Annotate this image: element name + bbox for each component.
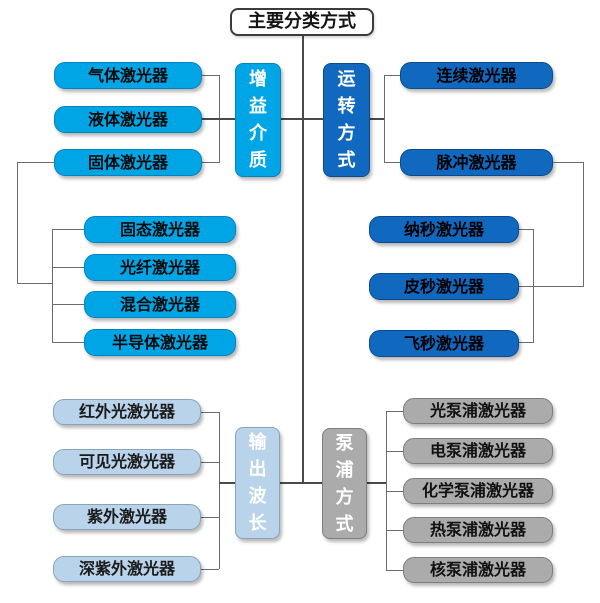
connector-gain-stub-gas bbox=[201, 75, 219, 76]
root-node: 主要分类方式 bbox=[230, 8, 374, 36]
node-solid-laser: 固体激光器 bbox=[54, 149, 202, 176]
output-wavelength-category: 输出波长 bbox=[235, 427, 280, 539]
node-semiconductor-laser: 半导体激光器 bbox=[84, 329, 236, 356]
node-picosecond-laser: 皮秒激光器 bbox=[369, 273, 519, 300]
connector-stub-thermal-pump bbox=[386, 530, 403, 531]
connector-stub-chemical-pump bbox=[386, 491, 403, 492]
operation-mode-label: 运转方式 bbox=[337, 69, 356, 171]
connector-stub-visible bbox=[201, 462, 219, 463]
connector-wave-main bbox=[219, 482, 235, 484]
connector-wave-spine bbox=[219, 412, 220, 569]
connector-bottom-cross bbox=[280, 482, 323, 484]
node-hybrid-laser: 混合激光器 bbox=[84, 291, 236, 318]
node-visible-laser: 可见光激光器 bbox=[53, 449, 201, 475]
node-cw-laser: 连续激光器 bbox=[400, 62, 553, 89]
pump-method-label: 泵浦方式 bbox=[335, 432, 354, 535]
connector-stub-semiconductor bbox=[52, 342, 84, 343]
connector-stub-femtosecond bbox=[519, 342, 533, 343]
node-infrared-laser: 红外光激光器 bbox=[53, 399, 201, 425]
connector-stub-ultraviolet bbox=[201, 517, 219, 518]
node-ultraviolet-laser: 紫外激光器 bbox=[53, 504, 201, 530]
connector-pump-main bbox=[367, 482, 387, 484]
gain-medium-label: 增益介质 bbox=[249, 69, 267, 171]
node-solid-state-laser: 固态激光器 bbox=[84, 216, 236, 243]
node-deep-uv-laser: 深紫外激光器 bbox=[53, 556, 201, 582]
node-electrically-pumped-laser: 电泵浦激光器 bbox=[403, 438, 553, 464]
connector-stub-deep-uv bbox=[201, 569, 219, 570]
connector-pulsed-down bbox=[583, 162, 584, 287]
connector-gain-stub-solid bbox=[201, 162, 219, 163]
connector-stub-optical-pump bbox=[386, 411, 403, 412]
connector-oper-main bbox=[370, 118, 385, 120]
connector-pulsed-in bbox=[519, 286, 584, 287]
node-liquid-laser: 液体激光器 bbox=[54, 106, 202, 133]
node-chemical-pumped-laser: 化学泵浦激光器 bbox=[403, 478, 553, 504]
connector-stub-infrared bbox=[201, 412, 219, 413]
node-optically-pumped-laser: 光泵浦激光器 bbox=[403, 398, 553, 424]
node-thermal-pumped-laser: 热泵浦激光器 bbox=[403, 517, 553, 543]
node-pulsed-laser: 脉冲激光器 bbox=[400, 149, 553, 176]
node-nanosecond-laser: 纳秒激光器 bbox=[369, 216, 519, 243]
connector-solid-out bbox=[17, 162, 54, 163]
connector-solid-sub-spine bbox=[52, 229, 53, 343]
node-fiber-laser: 光纤激光器 bbox=[84, 254, 236, 281]
connector-stub-solid-state bbox=[52, 229, 84, 230]
output-wavelength-label: 输出波长 bbox=[248, 432, 267, 534]
gain-medium-category: 增益介质 bbox=[235, 63, 281, 177]
connector-solid-down bbox=[17, 162, 18, 283]
node-femtosecond-laser: 飞秒激光器 bbox=[369, 330, 519, 357]
connector-stub-cw bbox=[384, 75, 400, 76]
connector-solid-in bbox=[17, 283, 52, 284]
connector-top-cross bbox=[281, 118, 323, 120]
connector-stub-fiber bbox=[52, 267, 84, 268]
connector-stub-nuclear-pump bbox=[386, 570, 403, 571]
connector-gain-main bbox=[201, 118, 235, 120]
operation-mode-category: 运转方式 bbox=[323, 63, 370, 177]
connector-stub-nanosecond bbox=[519, 229, 533, 230]
connector-trunk bbox=[302, 36, 304, 484]
node-gas-laser: 气体激光器 bbox=[54, 62, 202, 89]
connector-stub-pulsed bbox=[384, 162, 400, 163]
connector-pulsed-sub-spine bbox=[533, 229, 534, 343]
connector-stub-electric-pump bbox=[386, 451, 403, 452]
node-nuclear-pumped-laser: 核泵浦激光器 bbox=[403, 557, 553, 583]
connector-stub-hybrid bbox=[52, 304, 84, 305]
connector-pulsed-out bbox=[553, 162, 583, 163]
pump-method-category: 泵浦方式 bbox=[322, 428, 367, 539]
connector-oper-spine bbox=[384, 75, 385, 163]
